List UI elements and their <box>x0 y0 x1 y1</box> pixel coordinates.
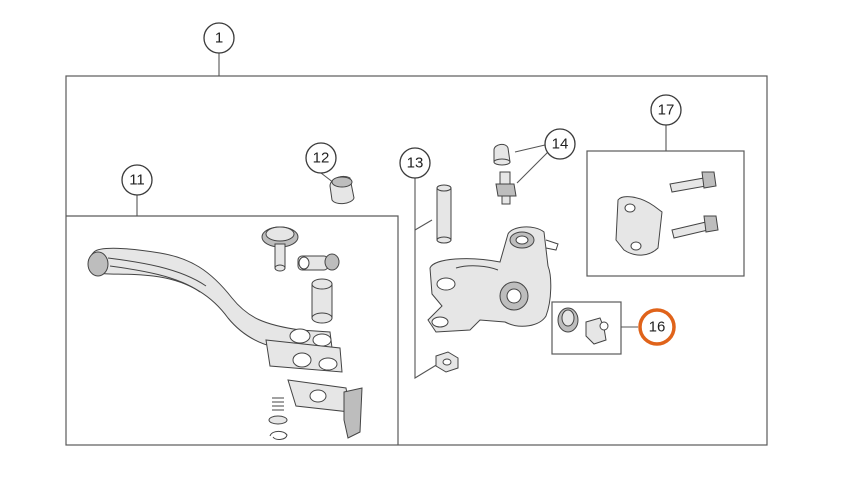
pivot-pin <box>436 184 452 244</box>
bleeder-valve <box>495 171 517 205</box>
leader-14a <box>514 144 546 153</box>
bleeder-cap <box>493 143 511 166</box>
callout-16-highlighted[interactable]: 16 <box>638 308 676 346</box>
callout-13[interactable]: 13 <box>399 147 431 179</box>
callout-14[interactable]: 14 <box>544 128 576 160</box>
bushing <box>311 278 333 324</box>
callout-11-label: 11 <box>129 172 145 189</box>
clutch-lever <box>87 247 343 373</box>
circlip <box>269 430 288 440</box>
seal-kit <box>557 307 609 345</box>
callout-16-label: 16 <box>649 319 666 336</box>
callout-11[interactable]: 11 <box>121 164 153 196</box>
adjuster-knob <box>261 226 299 272</box>
callout-17-label: 17 <box>658 102 675 119</box>
callout-14-label: 14 <box>552 136 569 153</box>
callout-12[interactable]: 12 <box>305 142 337 174</box>
nut <box>435 351 459 373</box>
callout-13-label: 13 <box>407 155 424 172</box>
callout-12-label: 12 <box>313 150 330 167</box>
screw-lower <box>671 215 719 239</box>
lever-bracket <box>287 379 363 439</box>
spring <box>268 397 288 425</box>
clamp <box>615 196 663 256</box>
fitting-elbow <box>297 253 340 271</box>
lever-group-frame <box>66 215 399 445</box>
callout-1[interactable]: 1 <box>203 22 235 54</box>
seal-kit-frame <box>551 301 622 355</box>
leader-13 <box>414 178 439 379</box>
reservoir-cap <box>329 175 355 205</box>
assembly-frame <box>65 75 768 446</box>
leader-13-pin <box>414 219 433 231</box>
screw-upper <box>669 171 717 193</box>
master-cylinder-body <box>427 226 559 333</box>
callout-1-label: 1 <box>215 30 223 47</box>
screw-kit-frame <box>586 150 745 277</box>
callout-17[interactable]: 17 <box>650 94 682 126</box>
leader-14b <box>516 151 549 184</box>
